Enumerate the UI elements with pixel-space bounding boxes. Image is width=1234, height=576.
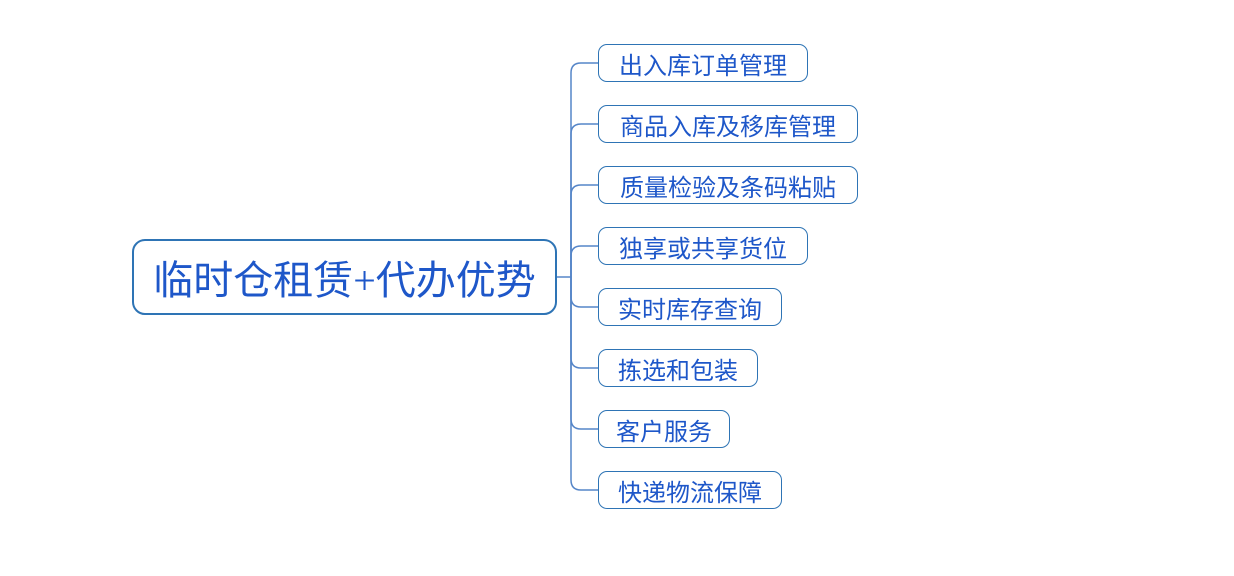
branch-node-label: 快递物流保障 [618,480,762,507]
branch-node-label: 客户服务 [616,419,712,446]
branch-node-label: 商品入库及移库管理 [620,114,836,141]
branch-node-order-management[interactable]: 出入库订单管理 [598,44,808,82]
branch-node-label: 出入库订单管理 [619,53,787,80]
branch-node-label: 实时库存查询 [618,297,762,324]
branch-node-logistics[interactable]: 快递物流保障 [598,471,782,509]
branch-node-customer-service[interactable]: 客户服务 [598,410,730,448]
branch-node-shared-slots[interactable]: 独享或共享货位 [598,227,808,265]
branch-node-label: 质量检验及条码粘贴 [620,175,836,202]
branch-node-label: 拣选和包装 [618,358,738,385]
root-node[interactable]: 临时仓租赁+代办优势 [132,239,557,315]
branch-node-inbound-transfer[interactable]: 商品入库及移库管理 [598,105,858,143]
root-node-label: 临时仓租赁+代办优势 [153,258,536,303]
branch-node-realtime-inventory[interactable]: 实时库存查询 [598,288,782,326]
branch-node-pick-pack[interactable]: 拣选和包装 [598,349,758,387]
branch-node-quality-barcode[interactable]: 质量检验及条码粘贴 [598,166,858,204]
branch-node-label: 独享或共享货位 [619,236,787,263]
